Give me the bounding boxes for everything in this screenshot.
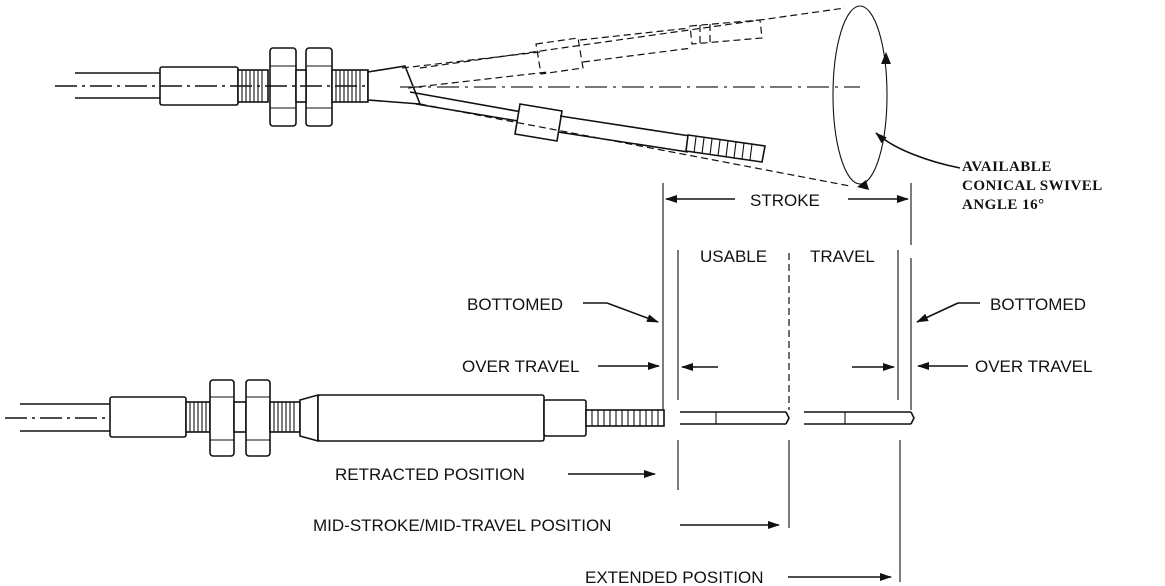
- bottom-body: [109, 396, 187, 438]
- bottom-threads: [585, 409, 665, 427]
- bottom-sensor-drawing: [5, 379, 915, 457]
- bottomed-right-arrow: [916, 302, 959, 323]
- angle-leader: [875, 132, 961, 169]
- lower-rod-threads: [685, 134, 766, 163]
- over-travel-right-label: OVER TRAVEL: [975, 357, 1092, 376]
- bottom-collar: [543, 399, 587, 437]
- conical-swivel-label: CONICAL SWIVEL: [962, 178, 1103, 194]
- top-cable: [75, 72, 160, 99]
- lower-rod: [409, 91, 766, 163]
- top-neck: [367, 65, 422, 105]
- over-travel-left-label: OVER TRAVEL: [462, 357, 579, 376]
- angle-label: ANGLE 16°: [962, 197, 1045, 213]
- extended-position-label: EXTENDED POSITION: [585, 568, 764, 586]
- bottomed-left-arrow: [606, 302, 659, 323]
- mid-stroke-position-label: MID-STROKE/MID-TRAVEL POSITION: [313, 516, 611, 535]
- travel-label: TRAVEL: [810, 247, 875, 266]
- dimension-lines: [568, 183, 980, 582]
- bottomed-left-label: BOTTOMED: [467, 295, 563, 314]
- bottom-cable: [20, 403, 110, 432]
- bottom-neck: [299, 393, 319, 443]
- upper-rod: [401, 19, 763, 89]
- top-swivel-drawing: [55, 5, 961, 190]
- bottom-tube: [317, 394, 545, 442]
- bottom-rod: [680, 411, 915, 425]
- available-label: AVAILABLE: [962, 159, 1052, 175]
- stroke-label: STROKE: [750, 191, 820, 210]
- retracted-position-label: RETRACTED POSITION: [335, 465, 525, 484]
- top-nuts: [269, 47, 369, 127]
- bottom-nuts: [185, 379, 301, 457]
- bottomed-right-label: BOTTOMED: [990, 295, 1086, 314]
- usable-label: USABLE: [700, 247, 767, 266]
- swivel-cone: [419, 5, 891, 190]
